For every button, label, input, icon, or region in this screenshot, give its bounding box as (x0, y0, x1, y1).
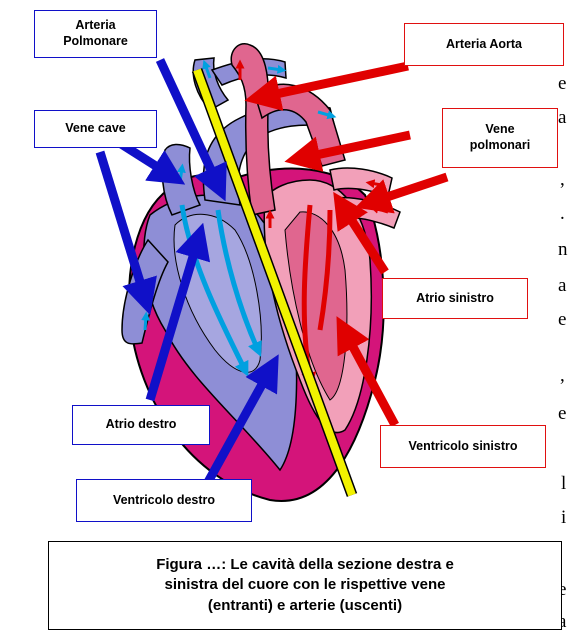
figure-caption: Figura …: Le cavità della sezione destra… (48, 541, 562, 630)
label-vene-polmonari: Vene polmonari (442, 108, 558, 168)
label-ventricolo-sinistro: Ventricolo sinistro (380, 425, 546, 468)
pointer-arrow-vene-cave-2 (100, 152, 145, 298)
label-arteria-polmonare: Arteria Polmonare (34, 10, 157, 58)
red-flow-arrow (370, 183, 382, 185)
label-atrio-destro: Atrio destro (72, 405, 210, 445)
label-atrio-sinistro: Atrio sinistro (382, 278, 528, 319)
label-arteria-aorta: Arteria Aorta (404, 23, 564, 66)
label-ventricolo-destro: Ventricolo destro (76, 479, 252, 522)
blue-flow-arrow (180, 168, 182, 182)
blue-flow-arrow (268, 68, 282, 70)
blue-flow-arrow (145, 316, 146, 330)
label-vene-cave: Vene cave (34, 110, 157, 148)
